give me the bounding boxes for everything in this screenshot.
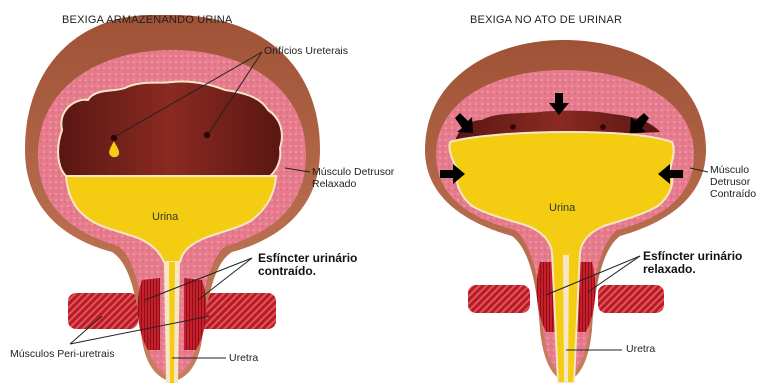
- label-detrusor-relaxed: Músculo Detrusor Relaxado: [312, 166, 394, 190]
- label-urethra-left: Uretra: [229, 352, 258, 364]
- label-detrusor-contracted: Músculo Detrusor Contraído: [710, 164, 756, 200]
- right-urethra: [563, 255, 569, 383]
- left-sphincter-left: [138, 278, 160, 350]
- right-periurethral-muscle-right: [598, 285, 664, 313]
- right-ureteral-orifice-1: [510, 124, 516, 130]
- left-periurethral-muscle-left: [68, 293, 138, 329]
- left-bladder: [25, 15, 320, 383]
- label-urethra-right: Uretra: [626, 343, 655, 355]
- label-urine-left: Urina: [152, 211, 178, 223]
- label-periurethral-muscles: Músculos Peri-uretrais: [10, 348, 114, 360]
- label-urine-right: Urina: [549, 202, 575, 214]
- left-bladder-lumen: [58, 81, 282, 176]
- label-ureteral-orifices: Orifícios Ureterais: [264, 45, 348, 57]
- label-sphincter-relaxed: Esfíncter urinário relaxado.: [643, 250, 742, 276]
- right-periurethral-muscle-left: [468, 285, 530, 313]
- label-sphincter-contracted: Esfíncter urinário contraído.: [258, 252, 357, 278]
- left-urethra-channel: [169, 262, 175, 383]
- left-title: BEXIGA ARMAZENANDO URINA: [62, 14, 232, 26]
- right-ureteral-orifice-2: [600, 124, 606, 130]
- right-title: BEXIGA NO ATO DE URINAR: [470, 14, 622, 26]
- left-sphincter-right: [184, 278, 206, 350]
